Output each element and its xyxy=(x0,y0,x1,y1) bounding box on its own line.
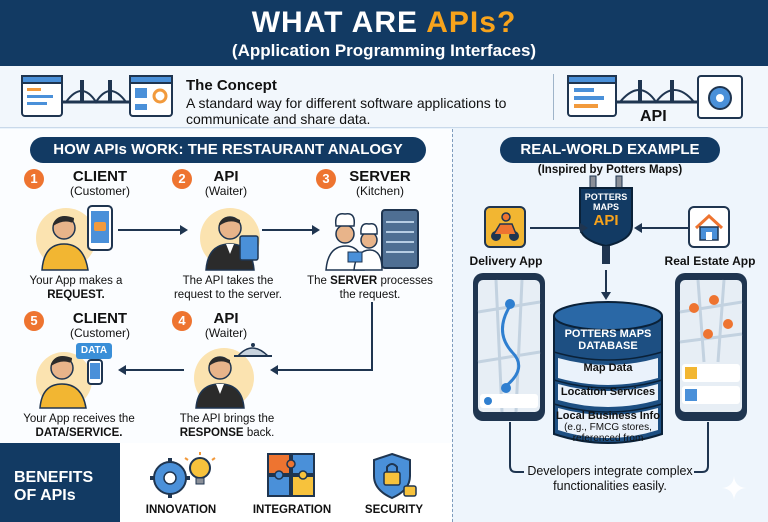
waiter-cloche-icon xyxy=(194,343,272,409)
step-5-subtitle: (Customer) xyxy=(69,326,130,340)
section-divider xyxy=(452,129,453,522)
step-3-subtitle: (Kitchen) xyxy=(355,184,405,198)
db-row-local-business-info: Local Business Info xyxy=(556,410,660,422)
concept-api-label: API xyxy=(640,108,667,125)
page-title: WHAT ARE APIs? xyxy=(251,6,517,39)
step-3-title: SERVER xyxy=(349,168,411,185)
step-5-description: Your App receives the DATA/SERVICE. xyxy=(23,413,135,439)
client-receiving-data-icon xyxy=(36,352,103,409)
arrow-3-to-4 xyxy=(270,302,373,375)
db-row-note: (e.g., FMCG stores, referenced from xyxy=(564,422,652,444)
developers-note: Developers integrate complex functionali… xyxy=(527,464,693,493)
innovation-gear-bulb-icon xyxy=(150,452,216,498)
database-title: POTTERS MAPS DATABASE xyxy=(564,328,652,352)
step-3-description: The SERVER processes the request. xyxy=(307,275,433,301)
potters-maps-database-cylinder xyxy=(553,301,663,444)
step-4-number: 4 xyxy=(172,311,192,331)
integration-puzzle-icon xyxy=(267,453,315,497)
db-row-map-data: Map Data xyxy=(583,362,633,374)
arrow-2-to-3 xyxy=(262,225,320,235)
concept-bridge-illustration xyxy=(21,75,173,117)
sparkle-icon xyxy=(722,476,746,500)
step-3-number: 3 xyxy=(316,169,336,189)
step-4-description: The API brings the RESPONSE back. xyxy=(179,413,275,439)
data-speech-bubble: DATA xyxy=(76,343,112,359)
api-plug-label: POTTERS MAPS API xyxy=(584,192,628,229)
security-shield-lock-icon xyxy=(373,452,417,500)
db-row-location-services: Location Services xyxy=(560,386,656,398)
concept-title: The Concept xyxy=(186,77,277,94)
step-2-title: API xyxy=(213,168,239,185)
step-1-number: 1 xyxy=(24,169,44,189)
real-estate-app-label: Real Estate App xyxy=(664,254,756,268)
benefit-integration: INTEGRATION xyxy=(252,504,332,516)
concept-divider xyxy=(553,74,554,120)
step-1-description: Your App makes a REQUEST. xyxy=(29,275,123,301)
step-5-title: CLIENT xyxy=(72,310,128,327)
step-2-number: 2 xyxy=(172,169,192,189)
step-5-number: 5 xyxy=(24,311,44,331)
benefit-security: SECURITY xyxy=(364,504,424,516)
delivery-scooter-icon xyxy=(484,206,526,248)
benefit-innovation: INNOVATION xyxy=(145,504,217,516)
header-banner: WHAT ARE APIs? (Application Programming … xyxy=(0,0,768,66)
api-bridge-illustration xyxy=(567,75,743,119)
client-person-phone-icon xyxy=(36,205,113,271)
step-4-title: API xyxy=(213,310,239,327)
concept-text: A standard way for different software ap… xyxy=(186,95,507,127)
page-subtitle: (Application Programming Interfaces) xyxy=(231,41,537,60)
step-4-subtitle: (Waiter) xyxy=(204,326,248,340)
arrow-1-to-2 xyxy=(118,225,188,235)
how-apis-heading: HOW APIs WORK: THE RESTAURANT ANALOGY xyxy=(30,137,426,163)
api-connector-lines xyxy=(530,223,688,300)
concept-strip: The Concept A standard way for different… xyxy=(0,66,768,128)
kitchen-chefs-server-icon xyxy=(325,209,419,271)
delivery-app-phone-map xyxy=(473,273,545,421)
real-estate-app-phone-map xyxy=(675,273,747,421)
real-world-heading: REAL-WORLD EXAMPLE xyxy=(500,137,720,163)
step-2-subtitle: (Waiter) xyxy=(204,184,248,198)
waiter-tablet-icon xyxy=(200,208,260,271)
title-highlight: APIs? xyxy=(426,6,517,39)
delivery-app-label: Delivery App xyxy=(469,254,543,268)
step-2-description: The API takes the request to the server. xyxy=(173,275,283,301)
step-1-title: CLIENT xyxy=(72,168,128,185)
arrow-4-to-5 xyxy=(118,365,184,375)
phone-bracket-lines xyxy=(509,422,709,473)
step-1-subtitle: (Customer) xyxy=(69,184,130,198)
real-estate-house-icon xyxy=(688,206,730,248)
real-world-subtitle: (Inspired by Potters Maps) xyxy=(537,164,683,176)
